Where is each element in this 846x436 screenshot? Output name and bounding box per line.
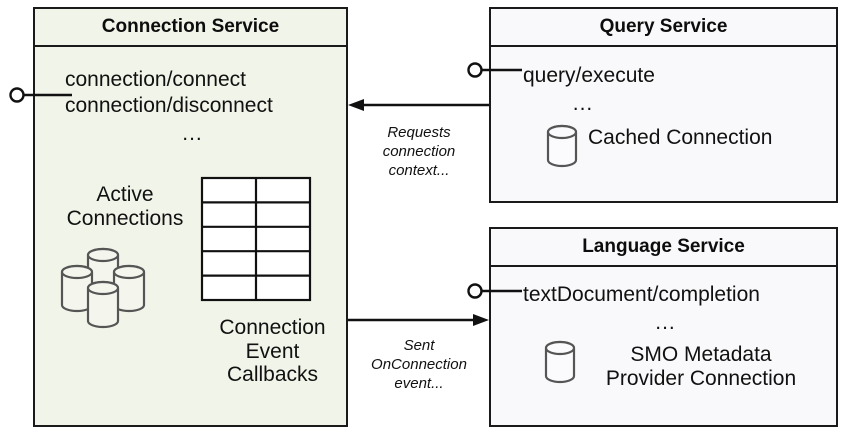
edge-caption-line2: connection: [382, 142, 456, 160]
callbacks-label-line3: Callbacks: [226, 363, 319, 387]
smo-metadata-provider-label: SMO Metadata Provider Connection: [566, 343, 836, 390]
connection-service-body: connection/connect connection/disconnect…: [35, 47, 346, 425]
cached-connection-label: Cached Connection: [588, 126, 773, 149]
callbacks-label-line1: Connection: [219, 316, 326, 339]
connection-service-operation-0[interactable]: connection/connect: [65, 68, 246, 91]
connection-service-title: Connection Service: [35, 9, 346, 47]
query-service-operation-0[interactable]: query/execute: [523, 64, 655, 87]
language-service-title: Language Service: [491, 229, 836, 267]
query-service-body: query/execute ... Cached Connection: [491, 47, 836, 201]
query-service-title: Query Service: [491, 9, 836, 47]
edge-caption-line3: context...: [388, 161, 450, 179]
edge-caption-connection-to-language: Sent OnConnection event...: [352, 337, 486, 393]
edge-query-to-connection-arrow[interactable]: [348, 99, 489, 111]
connection-event-callbacks-label: Connection Event Callbacks: [195, 316, 350, 387]
language-service-ellipsis: ...: [655, 311, 676, 334]
smo-label-line2: Provider Connection: [605, 366, 797, 390]
language-service-operation-0[interactable]: textDocument/completion: [523, 283, 760, 306]
active-connections-label: Active Connections: [45, 183, 205, 230]
connection-service-box[interactable]: Connection Service connection/connect co…: [33, 7, 348, 427]
edge-caption-query-to-connection: Requests connection context...: [358, 124, 480, 180]
edge-caption-line3: event...: [394, 374, 444, 392]
edge-connection-to-language-arrow[interactable]: [348, 314, 489, 326]
language-service-box[interactable]: Language Service textDocument/completion…: [489, 227, 838, 427]
smo-label-line1: SMO Metadata: [630, 343, 772, 366]
edge-caption-line2: OnConnection: [371, 355, 467, 373]
query-service-box[interactable]: Query Service query/execute ... Cached C…: [489, 7, 838, 203]
edge-caption-line1: Requests: [387, 124, 451, 141]
connection-service-ellipsis: ...: [182, 122, 203, 145]
active-connections-label-line1: Active: [96, 183, 154, 206]
active-connections-label-line2: Connections: [66, 206, 184, 230]
query-service-ellipsis: ...: [572, 92, 594, 115]
language-service-body: textDocument/completion ... SMO Metadata…: [491, 267, 836, 425]
connection-service-operation-1[interactable]: connection/disconnect: [65, 94, 273, 117]
edge-caption-line1: Sent: [403, 337, 435, 354]
callbacks-label-line2: Event: [245, 339, 300, 363]
